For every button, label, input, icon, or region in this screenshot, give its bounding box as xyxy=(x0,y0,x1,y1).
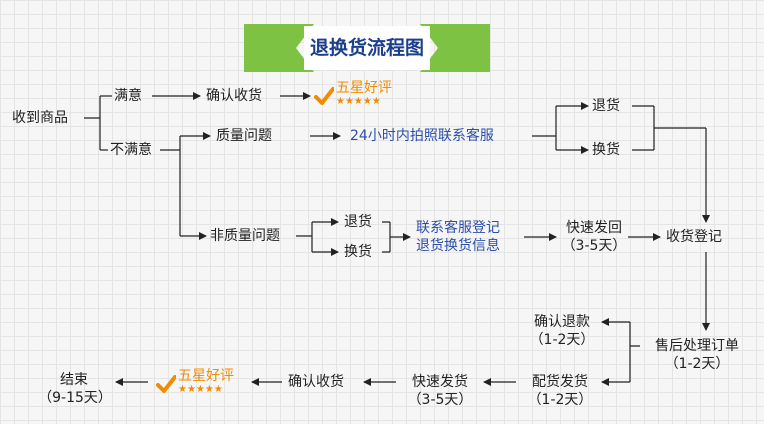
five-star-badge-bottom: 五星好评 ★★★★★ xyxy=(156,368,248,400)
connector-receive xyxy=(84,96,101,150)
connector-aftersale-split xyxy=(629,322,640,382)
node-dispatch: 配货发货 xyxy=(532,374,588,390)
connector-nonquality-split xyxy=(296,222,313,252)
node-exchange-top: 换货 xyxy=(592,142,620,158)
node-fast-ship: 快速发货 xyxy=(412,374,468,390)
node-dispatch-days: （1-2天） xyxy=(527,392,593,408)
checkmark-icon xyxy=(156,375,176,393)
star-rating: ★★★★★ xyxy=(178,384,223,395)
connector-join-mid xyxy=(382,221,410,253)
star-rating: ★★★★★ xyxy=(336,96,381,107)
node-exchange-mid: 换货 xyxy=(344,244,372,260)
node-aftersale: 售后处理订单 xyxy=(655,338,739,354)
node-confirm-refund: 确认退款 xyxy=(534,314,590,330)
checkmark-icon xyxy=(314,87,334,105)
node-satisfied: 满意 xyxy=(114,88,142,104)
node-contact-service: 24小时内拍照联系客服 xyxy=(350,128,494,144)
node-confirm-refund-days: （1-2天） xyxy=(529,332,595,348)
title-banner-shape xyxy=(244,24,490,72)
node-fast-return-days: （3-5天） xyxy=(561,238,627,254)
node-quality-issue: 质量问题 xyxy=(216,128,272,144)
node-register-line2: 退货换货信息 xyxy=(416,238,500,254)
badge-text: 五星好评 xyxy=(178,368,234,384)
node-confirm-receipt-top: 确认收货 xyxy=(206,88,262,104)
node-fast-ship-days: （3-5天） xyxy=(407,392,473,408)
node-non-quality-issue: 非质量问题 xyxy=(210,228,280,244)
connector-contact-split xyxy=(532,106,557,150)
node-confirm-receipt-bottom: 确认收货 xyxy=(288,374,344,390)
page-title: 退换货流程图 xyxy=(309,37,424,59)
title-banner: 退换货流程图 xyxy=(244,24,490,72)
node-register-line1: 联系客服登记 xyxy=(416,220,500,236)
connector-join-top xyxy=(632,105,706,151)
node-aftersale-days: （1-2天） xyxy=(664,356,730,372)
node-receive: 收到商品 xyxy=(12,110,68,126)
connector-unsatisfied-split xyxy=(160,136,181,236)
node-receive-register: 收货登记 xyxy=(666,229,722,245)
node-return-top: 退货 xyxy=(592,98,620,114)
node-end-days: （9-15天） xyxy=(38,390,112,406)
node-unsatisfied: 不满意 xyxy=(110,142,152,158)
badge-text: 五星好评 xyxy=(336,80,392,96)
node-end: 结束 xyxy=(60,372,88,388)
node-fast-return: 快速发回 xyxy=(566,220,622,236)
node-return-mid: 退货 xyxy=(344,214,372,230)
five-star-badge-top: 五星好评 ★★★★★ xyxy=(314,80,406,112)
